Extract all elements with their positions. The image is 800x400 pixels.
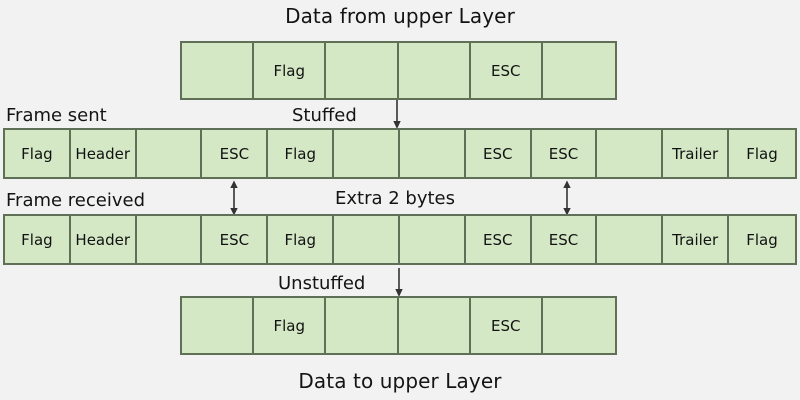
cell-empty (597, 216, 664, 263)
cell-flag: Flag (746, 230, 778, 249)
cell-empty (326, 43, 399, 98)
cell-empty (543, 298, 615, 353)
arrow-stuffed-down (393, 100, 401, 129)
label-stuffed: Stuffed (292, 105, 357, 126)
cell-esc: ESC (532, 130, 598, 177)
arrow-extra-bytes-left (230, 180, 238, 216)
cell-empty (137, 130, 203, 177)
cell-flag: Flag (5, 216, 71, 263)
label-unstuffed: Unstuffed (278, 273, 366, 294)
row-data-to-upper-layer: Flag ESC (180, 296, 617, 355)
cell-flag: Flag (254, 298, 327, 353)
cell-flag: Flag (268, 130, 335, 177)
cell-esc: ESC (202, 130, 269, 177)
row-data-from-upper-layer: Flag ESC (180, 41, 617, 100)
cell-empty (182, 298, 255, 353)
label-frame-sent: Frame sent (6, 105, 107, 126)
cell-flag: Flag (746, 144, 778, 163)
cell-empty (399, 43, 471, 98)
cell-empty (137, 216, 203, 263)
page-title-top: Data from upper Layer (285, 4, 515, 28)
arrow-extra-bytes-right (563, 180, 571, 216)
cell-trailer: Trailer (663, 216, 730, 263)
cell-flag: Flag (268, 216, 335, 263)
cell-esc: ESC (532, 216, 598, 263)
cell-trailer: Trailer (663, 130, 730, 177)
cell-flag: Flag (5, 130, 71, 177)
cell-esc: ESC (471, 298, 543, 353)
cell-header: Header (71, 216, 137, 263)
cell-empty (543, 43, 615, 98)
cell-esc: ESC (466, 216, 532, 263)
cell-esc: ESC (471, 43, 543, 98)
cell-empty (400, 130, 466, 177)
label-frame-received: Frame received (6, 190, 146, 211)
cell-header: Header (71, 130, 137, 177)
cell-empty (334, 216, 400, 263)
cell-empty (334, 130, 400, 177)
cell-empty (326, 298, 399, 353)
cell-esc: ESC (202, 216, 269, 263)
label-extra-2-bytes: Extra 2 bytes (335, 188, 455, 209)
page-title-bottom: Data to upper Layer (298, 369, 502, 393)
cell-flag: Flag (254, 43, 327, 98)
cell-esc: ESC (466, 130, 532, 177)
cell-empty (182, 43, 255, 98)
cell-empty (399, 298, 471, 353)
cell-empty (597, 130, 664, 177)
arrow-unstuffed-down (395, 268, 403, 297)
cell-empty (400, 216, 466, 263)
